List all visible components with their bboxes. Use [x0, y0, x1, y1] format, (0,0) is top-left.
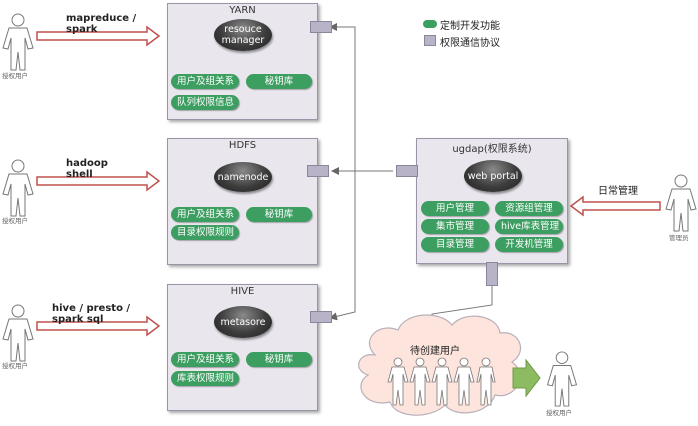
hive-box: HIVE metasore 用户及组关系 秘钥库 库表权限规则: [167, 284, 318, 411]
ugdap-feature-user-mgmt: 用户管理: [421, 201, 489, 216]
person-icon: [546, 351, 578, 407]
yarn-box: YARN resouce manager 用户及组关系 秘钥库 队列权限信息: [167, 3, 318, 120]
legend-custom-feature: 定制开发功能: [440, 21, 500, 32]
hdfs-protocol-tag: [307, 165, 329, 177]
hive-core: metasore: [214, 306, 272, 338]
person-icon: [665, 174, 697, 232]
client-arrow-hive: [36, 315, 161, 337]
link-ugdap-hive: [329, 171, 356, 321]
hdfs-core: namenode: [214, 162, 272, 192]
legend-green-swatch: [423, 20, 437, 28]
yarn-feature-queue: 队列权限信息: [171, 95, 239, 110]
ugdap-feature-dir-mgmt: 目录管理: [421, 237, 489, 252]
admin-arrow: [569, 195, 661, 217]
cloud-label: 待创建用户: [410, 346, 460, 357]
legend-auth-protocol: 权限通信协议: [440, 38, 500, 49]
ugdap-core: web portal: [464, 160, 522, 192]
yarn-feature-user-group: 用户及组关系: [171, 74, 239, 89]
client-label-yarn: mapreduce / spark: [66, 13, 137, 35]
yarn-title: YARN: [229, 5, 256, 16]
output-user-label: 授权用户: [546, 409, 572, 417]
ugdap-protocol-tag-left: [396, 165, 418, 177]
link-ugdap-yarn: [329, 23, 393, 172]
hdfs-feature-user-group: 用户及组关系: [171, 207, 239, 222]
user-left-1: [0, 12, 36, 72]
user-left-2-label: 授权用户: [2, 217, 28, 225]
client-label-hive: hive / presto / spark sql: [52, 303, 131, 325]
user-left-3: [0, 303, 36, 363]
hive-feature-user-group: 用户及组关系: [171, 352, 239, 367]
yarn-core: resouce manager: [214, 19, 272, 51]
client-arrow-hdfs: [36, 170, 161, 192]
output-user-figure: [544, 350, 580, 408]
ugdap-protocol-tag-bottom: [486, 262, 498, 286]
hdfs-title: HDFS: [228, 140, 257, 151]
hive-feature-table-rules: 库表权限规则: [171, 371, 239, 386]
client-label-hdfs: hadoop shell: [66, 158, 108, 180]
hive-protocol-tag: [310, 311, 332, 323]
people-group-icon: [387, 357, 496, 406]
admin-action-label: 日常管理: [598, 186, 638, 197]
legend-protocol-swatch: [424, 35, 436, 46]
admin-label: 管理员: [669, 234, 689, 242]
yarn-feature-keystore: 秘钥库: [246, 74, 312, 89]
client-arrow-yarn: [36, 25, 161, 47]
ugdap-title: ugdap(权限系统): [452, 144, 532, 155]
ugdap-feature-devbox-mgmt: 开发机管理: [495, 237, 563, 252]
hdfs-feature-keystore: 秘钥库: [246, 207, 312, 222]
hdfs-box: HDFS namenode 用户及组关系 秘钥库 目录权限规则: [167, 138, 318, 265]
person-icon: [2, 159, 34, 217]
user-left-2: [0, 158, 36, 218]
ugdap-feature-resgroup-mgmt: 资源组管理: [495, 201, 563, 216]
hive-title: HIVE: [230, 286, 255, 297]
yarn-protocol-tag: [310, 21, 332, 33]
ugdap-feature-mart-mgmt: 集市管理: [421, 219, 489, 234]
user-left-3-label: 授权用户: [2, 362, 28, 370]
ugdap-box: ugdap(权限系统) web portal 用户管理 资源组管理 集市管理 h…: [416, 138, 568, 264]
user-left-1-label: 授权用户: [2, 72, 28, 80]
admin-figure: [663, 173, 698, 233]
hdfs-feature-dir-rules: 目录权限规则: [171, 225, 239, 240]
green-arrow: [512, 358, 541, 398]
pending-users-group: [384, 356, 496, 408]
ugdap-feature-hive-mgmt: hive库表管理: [495, 219, 563, 234]
person-icon: [2, 13, 34, 71]
hive-feature-keystore: 秘钥库: [246, 352, 312, 367]
person-icon: [2, 304, 34, 362]
